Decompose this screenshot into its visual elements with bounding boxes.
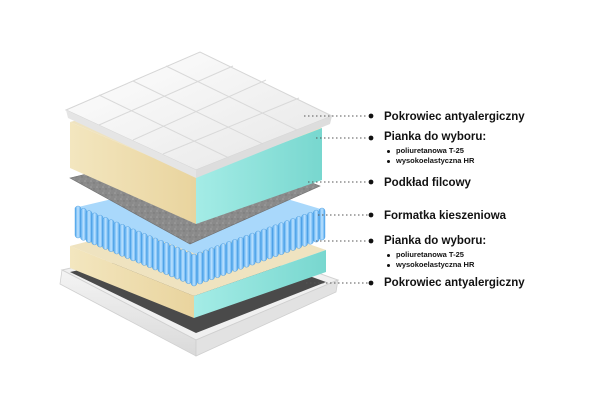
- label-foam-bottom: Pianka do wyboru: poliuretanowa T-25 wys…: [384, 234, 486, 270]
- spring-pocket: [301, 214, 308, 247]
- spring-pocket: [146, 235, 154, 268]
- spring-pocket: [237, 237, 244, 270]
- label-title: Podkład filcowy: [384, 177, 471, 189]
- spring-pocket: [157, 240, 165, 273]
- spring-pocket: [118, 224, 126, 257]
- spring-pocket: [190, 253, 198, 287]
- spring-pocket: [102, 217, 109, 250]
- leader-dot: [368, 212, 374, 218]
- options-list: poliuretanowa T-25 wysokoelastyczna HR: [384, 146, 486, 166]
- spring-pocket: [179, 249, 187, 282]
- option-item: poliuretanowa T-25: [384, 250, 486, 260]
- spring-pocket: [174, 246, 181, 280]
- leader-dot: [368, 135, 374, 141]
- option-item: wysokoelastyczna HR: [384, 156, 486, 166]
- spring-pocket: [163, 242, 170, 275]
- spring-pocket: [231, 239, 239, 272]
- label-felt: Podkład filcowy: [384, 176, 471, 190]
- spring-pocket: [318, 207, 326, 241]
- spring-pocket: [129, 228, 137, 262]
- leader-dot: [368, 280, 374, 286]
- label-title: Pokrowiec antyalergiczny: [384, 111, 525, 123]
- spring-pocket: [91, 212, 98, 246]
- spring-pocket: [152, 237, 159, 271]
- spring-pocket: [243, 234, 250, 268]
- spring-pocket: [289, 218, 297, 251]
- spring-pocket: [202, 249, 210, 283]
- spring-pocket: [113, 221, 120, 255]
- spring-pocket: [185, 251, 192, 284]
- spring-pocket: [219, 243, 227, 276]
- spring-pocket: [208, 247, 215, 281]
- spring-pocket: [85, 210, 93, 243]
- spring-pocket: [168, 244, 176, 278]
- layer-cover-top: [64, 51, 334, 178]
- spring-pocket: [295, 216, 302, 249]
- label-foam-top: Pianka do wyboru: poliuretanowa T-25 wys…: [384, 130, 486, 166]
- leader-dot: [368, 238, 374, 244]
- spring-pocket: [266, 226, 273, 260]
- spring-pocket: [283, 220, 291, 253]
- quilting-lines: [98, 65, 300, 159]
- label-title: Pianka do wyboru:: [384, 235, 487, 247]
- springs-front-left: [74, 205, 198, 287]
- spring-pocket: [214, 245, 221, 278]
- spring-pocket: [196, 251, 204, 285]
- springs-front-right: [196, 207, 326, 285]
- spring-pocket: [141, 233, 148, 266]
- label-title: Pokrowiec antyalergiczny: [384, 277, 525, 289]
- spring-pocket: [124, 226, 131, 259]
- label-cover-top: Pokrowiec antyalergiczny: [384, 110, 525, 124]
- leader-dot: [368, 113, 374, 119]
- spring-pocket: [74, 205, 82, 239]
- label-title: Pianka do wyboru:: [384, 131, 487, 143]
- label-title: Formatka kieszeniowa: [384, 210, 507, 222]
- spring-pocket: [135, 230, 143, 264]
- spring-pocket: [272, 224, 279, 258]
- spring-pocket: [80, 208, 87, 241]
- spring-pocket: [249, 232, 256, 266]
- spring-pocket: [225, 241, 233, 274]
- spring-pocket: [278, 222, 285, 255]
- option-item: wysokoelastyczna HR: [384, 260, 486, 270]
- spring-pocket: [254, 230, 262, 264]
- leader-lines: [304, 113, 374, 286]
- leader-dot: [368, 179, 374, 185]
- spring-pocket: [107, 219, 115, 252]
- label-cover-bottom: Pokrowiec antyalergiczny: [384, 276, 525, 290]
- spring-pocket: [307, 211, 314, 245]
- label-pocket-springs: Formatka kieszeniowa: [384, 209, 506, 223]
- options-list: poliuretanowa T-25 wysokoelastyczna HR: [384, 250, 486, 270]
- spring-pocket: [96, 214, 104, 248]
- option-item: poliuretanowa T-25: [384, 146, 486, 156]
- spring-pocket: [260, 228, 268, 262]
